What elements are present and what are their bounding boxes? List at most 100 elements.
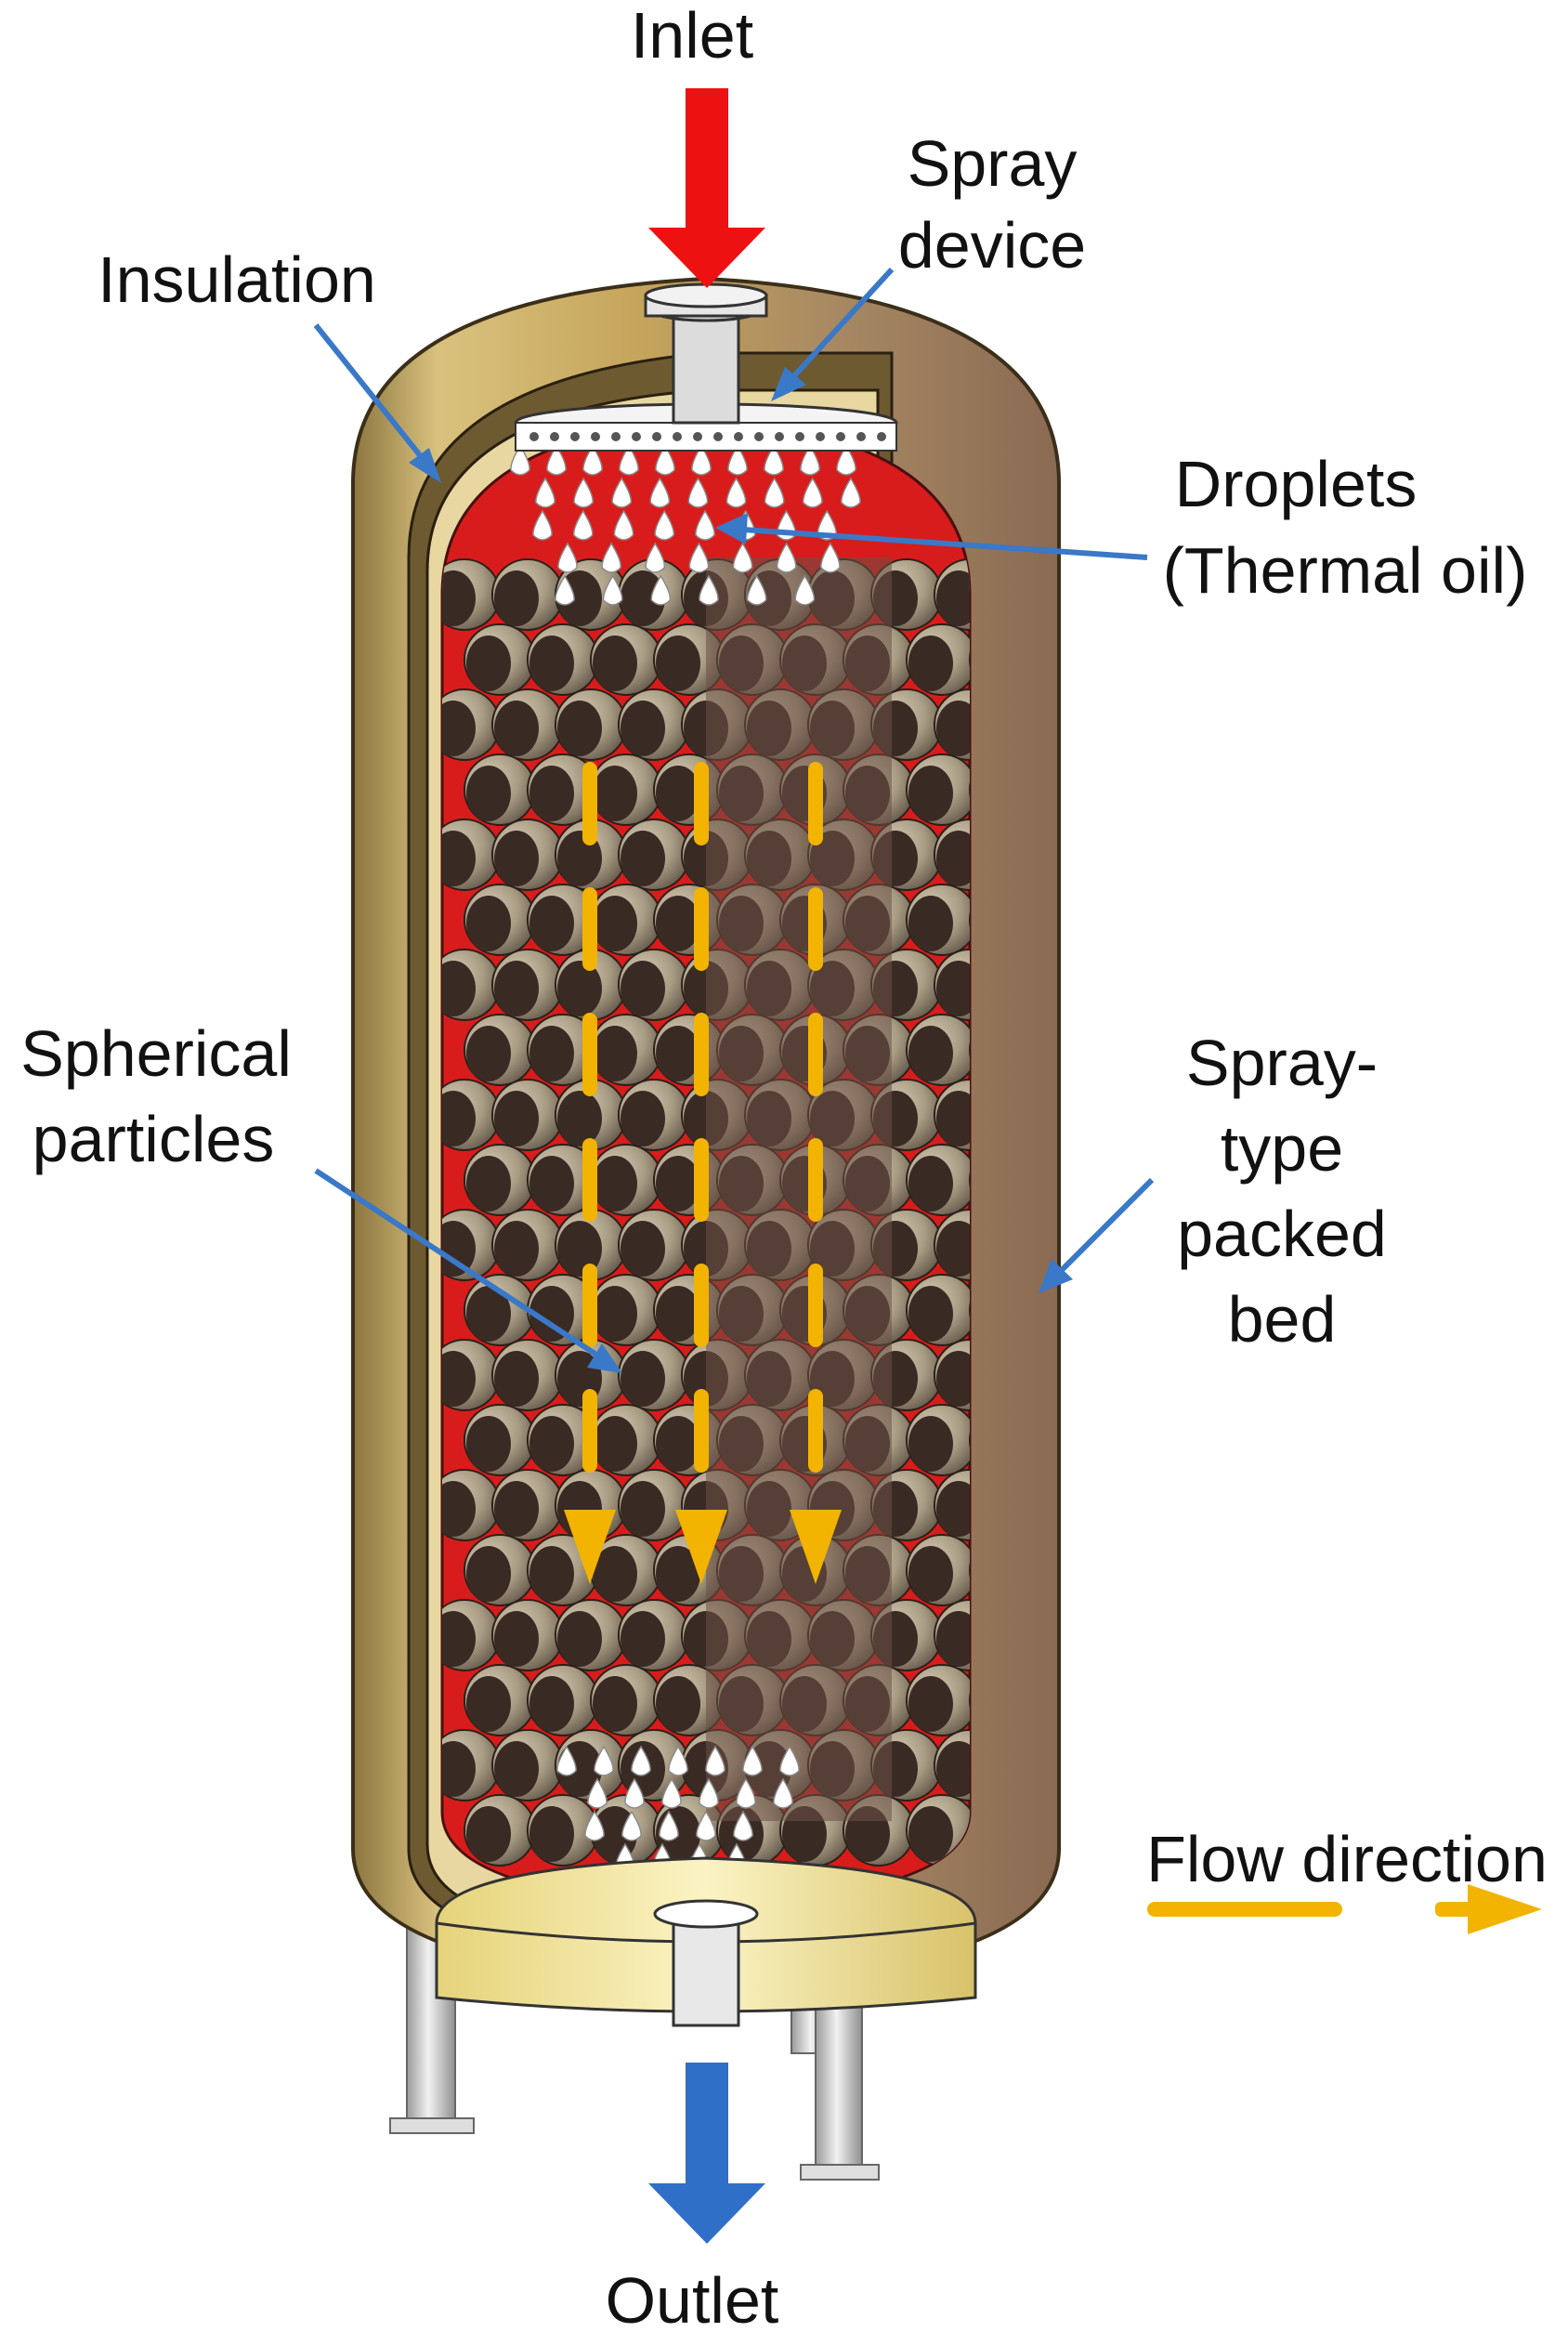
particle [906, 1144, 970, 1216]
droplet [601, 542, 621, 573]
particle [934, 1599, 970, 1671]
label-inlet: Inlet [631, 0, 753, 72]
particle [464, 1404, 536, 1476]
packed-bed-pointer [1039, 1177, 1155, 1293]
spray-hole [529, 432, 539, 441]
droplet [659, 1810, 679, 1841]
droplet [532, 509, 553, 541]
droplet [836, 444, 856, 476]
particle [491, 819, 564, 891]
spray-hole [673, 432, 682, 441]
particle [906, 1664, 970, 1736]
spray-hole [713, 432, 723, 441]
spray-hole [877, 432, 886, 441]
label-bed-line1: Spray- [1186, 1027, 1378, 1099]
particle [464, 1014, 536, 1086]
particle [442, 1209, 501, 1281]
particle [618, 949, 690, 1021]
droplet [687, 477, 709, 508]
label-spray-line2: device [898, 209, 1086, 282]
label-flow-direction: Flow direction [1146, 1823, 1548, 1895]
spray-hole [754, 432, 764, 441]
droplet [582, 444, 603, 476]
particle [906, 1404, 970, 1476]
pointer-arrows [313, 267, 1155, 1373]
droplet [602, 574, 623, 606]
label-spray-line1: Spray [908, 127, 1078, 200]
inlet-arrow [648, 88, 765, 288]
spray-hole [836, 432, 845, 441]
droplet [594, 1745, 614, 1776]
particle [590, 1534, 662, 1606]
droplet [776, 542, 797, 573]
label-outlet: Outlet [606, 2264, 779, 2332]
particle [618, 819, 690, 891]
droplet [764, 444, 784, 476]
droplet [691, 444, 712, 476]
particle [464, 1274, 536, 1346]
particle [934, 819, 970, 891]
droplet [736, 1777, 756, 1809]
droplet [773, 1777, 793, 1809]
particle [491, 688, 564, 761]
droplet [645, 542, 666, 573]
label-spherical-line2: particles [33, 1103, 275, 1175]
droplet [631, 1745, 651, 1776]
spray-hole [570, 432, 580, 441]
droplet [556, 1745, 577, 1776]
droplet [699, 574, 719, 606]
particle [934, 688, 970, 761]
droplet [802, 477, 823, 508]
spray-hole [734, 432, 743, 441]
flow-arrow [790, 762, 842, 1584]
droplet [587, 1777, 608, 1809]
droplet [841, 477, 861, 508]
particle [442, 1729, 501, 1801]
flow-direction-arrows [564, 762, 842, 1584]
droplet [535, 477, 555, 508]
label-droplets-line2: (Thermal oil) [1163, 534, 1528, 607]
particle [906, 753, 970, 826]
droplet [661, 1777, 682, 1809]
droplet [742, 1745, 763, 1776]
particle [590, 1404, 662, 1476]
particle [590, 1014, 662, 1086]
droplet [688, 542, 710, 573]
flow-arrow [564, 762, 616, 1584]
droplet [557, 542, 578, 573]
droplets-bottom [556, 1745, 800, 1874]
droplet [668, 1745, 688, 1776]
droplet [650, 574, 672, 606]
particle [527, 884, 599, 956]
particle [590, 1664, 662, 1736]
particle [464, 1794, 536, 1867]
droplet [613, 509, 634, 541]
particle [527, 1144, 599, 1216]
label-bed-line4: bed [1228, 1283, 1337, 1356]
particle [934, 1079, 970, 1151]
particle [527, 1404, 599, 1476]
droplet [725, 477, 747, 508]
droplets-pointer [715, 513, 1148, 560]
droplet [800, 444, 820, 476]
particle [590, 1274, 662, 1346]
particle [906, 884, 970, 956]
spray-device [514, 402, 898, 452]
particle [618, 1209, 690, 1281]
spherical-particles-pointer [314, 1168, 622, 1373]
particle [464, 1664, 536, 1736]
particle [934, 1339, 970, 1411]
label-bed-line2: type [1221, 1112, 1343, 1185]
droplet [794, 574, 816, 606]
droplet [733, 1810, 753, 1841]
particle [906, 1274, 970, 1346]
particle [934, 949, 970, 1021]
particle [464, 884, 536, 956]
particle [442, 1339, 501, 1411]
particle [906, 623, 970, 696]
particle [906, 1534, 970, 1606]
droplet [655, 444, 675, 476]
bottom-skirt [435, 1856, 977, 2027]
particle [464, 1144, 536, 1216]
